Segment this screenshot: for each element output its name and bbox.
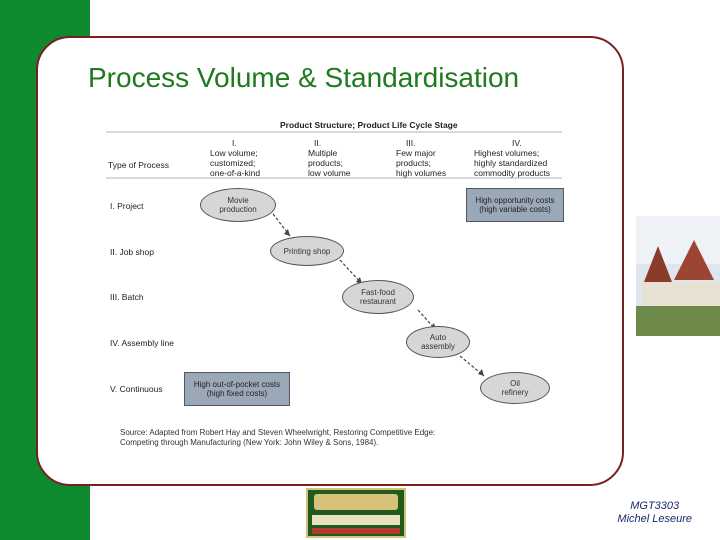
example-2-line1: Printing shop — [283, 246, 331, 256]
process-label-assembly-line: IV. Assembly line — [110, 338, 174, 348]
example-1-line1: Movie — [227, 196, 249, 205]
product-process-matrix: Product Structure; Product Life Cycle St… — [100, 114, 570, 410]
logo-arabic-script — [314, 494, 398, 510]
box-top-right-line1: High opportunity costs — [475, 196, 555, 205]
source-line2: Competing through Manufacturing (New Yor… — [120, 438, 379, 447]
example-5-line1: Oil — [510, 379, 520, 388]
example-node-printing-shop: Printing shop — [270, 236, 344, 266]
stage-2-line2: products; — [308, 158, 343, 168]
example-4-line2: assembly — [421, 342, 455, 351]
footer-course-code: MGT3303 — [630, 500, 680, 512]
box-bottom-left-line1: High out-of-pocket costs — [193, 380, 281, 389]
matrix-lines — [106, 131, 562, 377]
example-3-line2: restaurant — [359, 297, 397, 306]
stage-4-num: IV. — [512, 138, 522, 148]
stage-1-header: I. Low volume; customized; one-of-a-kind — [210, 138, 260, 178]
process-label-batch: III. Batch — [110, 292, 144, 302]
example-5-line2: refinery — [501, 388, 529, 397]
stage-1-line2: customized; — [210, 158, 256, 168]
stage-2-line1: Multiple — [308, 148, 338, 158]
stage-3-header: III. Few major products; high volumes — [396, 138, 446, 178]
box-high-opportunity-costs: High opportunity costs(high variable cos… — [466, 188, 564, 222]
photo-wall — [642, 282, 720, 306]
source-citation: Source: Adapted from Robert Hay and Stev… — [120, 428, 435, 448]
stage-1-line1: Low volume; — [210, 148, 258, 158]
stage-3-line2: products; — [396, 158, 431, 168]
stage-4-line2: highly standardized — [474, 158, 548, 168]
source-line1: Source: Adapted from Robert Hay and Stev… — [120, 428, 436, 437]
stage-3-num: III. — [406, 138, 416, 148]
campus-photo — [636, 216, 720, 336]
stage-2-num: II. — [314, 138, 322, 148]
footer-author: Michel Leseure — [617, 513, 692, 525]
slide-footer: MGT3303 Michel Leseure — [617, 500, 692, 526]
photo-roof-left — [644, 246, 672, 282]
stage-1-num: I. — [232, 138, 237, 148]
process-label-project: I. Project — [110, 201, 144, 211]
photo-lawn — [636, 306, 720, 336]
stage-2-line3: low volume — [308, 168, 351, 178]
process-label-job-shop: II. Job shop — [110, 247, 154, 257]
stage-4-line3: commodity products — [474, 168, 551, 178]
stage-1-line3: one-of-a-kind — [210, 168, 261, 178]
process-label-continuous: V. Continuous — [110, 384, 163, 394]
university-logo — [306, 488, 406, 538]
slide-title: Process Volume & Standardisation — [88, 62, 520, 93]
stage-4-header: IV. Highest volumes; highly standardized… — [474, 138, 550, 178]
logo-stripe — [312, 528, 400, 534]
matrix-header-title: Product Structure; Product Life Cycle St… — [280, 120, 458, 130]
example-1-line2: production — [219, 205, 257, 214]
example-4-line1: Auto — [429, 333, 447, 342]
stage-2-header: II. Multiple products; low volume — [308, 138, 351, 178]
photo-roof-right — [674, 240, 714, 280]
example-3-line1: Fast-food — [361, 288, 395, 297]
box-bottom-left-line2: (high fixed costs) — [206, 389, 268, 398]
stage-3-line3: high volumes — [396, 168, 447, 178]
box-high-out-of-pocket-costs: High out-of-pocket costs(high fixed cost… — [184, 372, 290, 406]
stage-3-line1: Few major — [396, 148, 436, 158]
stage-4-line1: Highest volumes; — [474, 148, 540, 158]
logo-wordmark — [312, 515, 400, 525]
row-header-type-of-process: Type of Process — [108, 160, 169, 170]
box-top-right-line2: (high variable costs) — [479, 205, 551, 214]
